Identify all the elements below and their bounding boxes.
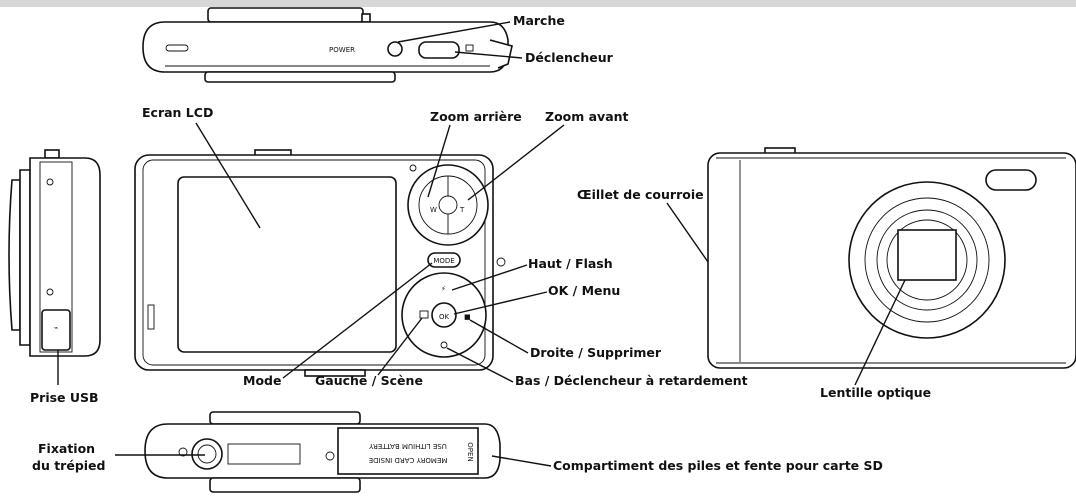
flash-icon: ⚡	[441, 285, 446, 293]
top-strip	[0, 0, 1076, 7]
back-view: W T MODE OK ⚡ ■	[134, 149, 506, 377]
ok-marking: OK	[439, 313, 450, 321]
label-gauche-scene: Gauche / Scène	[315, 373, 423, 388]
label-lentille: Lentille optique	[820, 385, 931, 400]
strap-eyelet	[496, 257, 506, 267]
scene-icon	[419, 310, 429, 319]
label-haut-flash: Haut / Flash	[528, 256, 613, 271]
side-view: ⌁	[8, 149, 101, 357]
label-ecran-lcd: Ecran LCD	[142, 105, 213, 120]
zoom-ring[interactable]	[407, 164, 489, 246]
label-droite-supprimer: Droite / Supprimer	[530, 345, 662, 360]
mode-marking: MODE	[433, 257, 454, 265]
power-marking: POWER	[329, 46, 355, 54]
front-view	[707, 147, 1076, 369]
label-fixation-2: du trépied	[32, 458, 105, 473]
battery-marking-2: MEMORY CARD INSIDE	[369, 456, 448, 464]
lens-optic	[897, 229, 957, 281]
battery-compartment[interactable]	[337, 427, 479, 475]
label-mode: Mode	[243, 373, 281, 388]
label-zoom-avant: Zoom avant	[545, 109, 629, 124]
label-declencheur: Déclencheur	[525, 50, 614, 65]
zoom-out-icon[interactable]: W	[430, 206, 437, 214]
label-marche: Marche	[513, 13, 565, 28]
tripod-mount	[191, 438, 223, 470]
lcd-screen	[177, 176, 397, 353]
power-button[interactable]	[387, 41, 403, 57]
shutter-button[interactable]	[418, 41, 460, 59]
bottom-view: USE LITHIUM BATTERY MEMORY CARD INSIDE O…	[144, 411, 501, 493]
label-ok-menu: OK / Menu	[548, 283, 620, 298]
mode-button[interactable]	[427, 252, 461, 268]
label-bas-retardement: Bas / Déclencheur à retardement	[515, 373, 748, 388]
label-zoom-arriere: Zoom arrière	[430, 109, 522, 124]
timer-icon	[440, 341, 448, 349]
battery-marking-1: USE LITHIUM BATTERY	[368, 442, 446, 450]
zoom-in-icon[interactable]: T	[459, 206, 465, 214]
label-oeillet: Œillet de courroie	[577, 187, 704, 202]
trash-icon: ■	[464, 313, 471, 321]
ok-button[interactable]	[431, 302, 457, 328]
usb-port[interactable]	[41, 309, 71, 351]
top-view: POWER	[142, 7, 513, 83]
speaker-grille-icon	[165, 44, 189, 52]
flash-window	[985, 169, 1037, 191]
usb-icon: ⌁	[54, 324, 58, 332]
open-marking: OPEN	[466, 442, 474, 461]
label-compartiment: Compartiment des piles et fente pour car…	[553, 458, 883, 473]
label-fixation-1: Fixation	[38, 441, 95, 456]
label-prise-usb: Prise USB	[30, 390, 99, 405]
